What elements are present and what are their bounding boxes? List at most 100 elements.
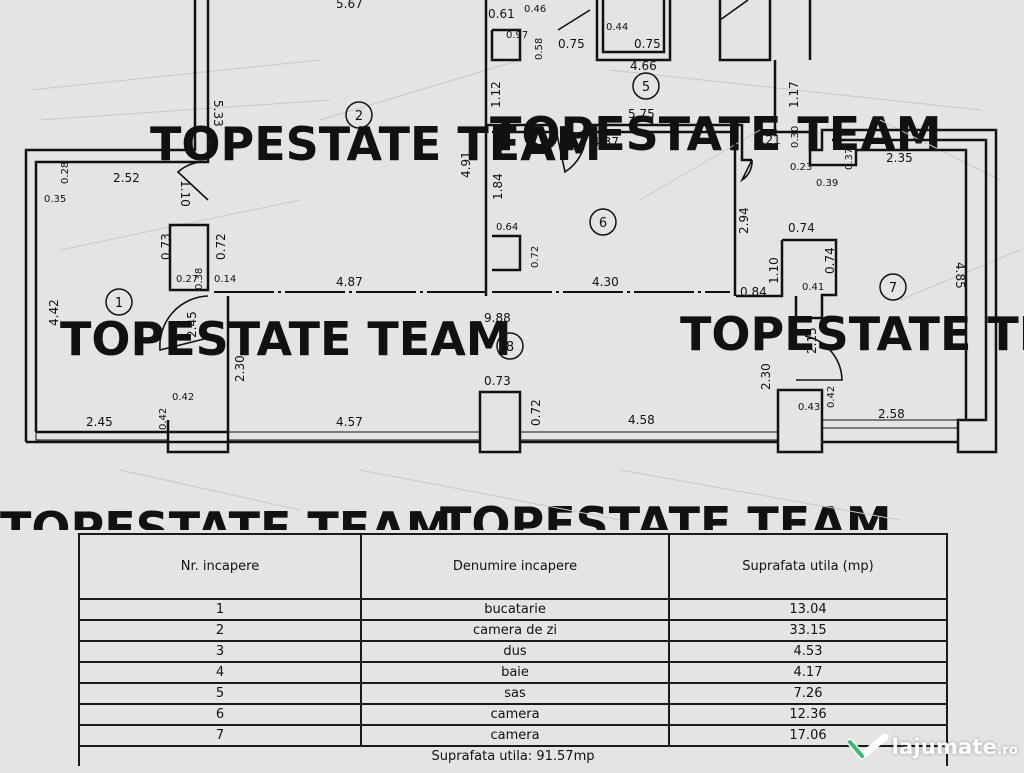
dimension-label: 0.74 <box>788 221 815 235</box>
dimension-label: 0.42 <box>826 386 837 408</box>
room-area-cell: 4.17 <box>668 661 948 684</box>
room-number: 2 <box>355 109 363 124</box>
site-logo[interactable]: lajumate.ro <box>847 730 1018 764</box>
dimension-label: 2.35 <box>886 151 913 165</box>
watermark: TOPESTATE TEAM <box>440 497 892 530</box>
dimension-label: 0.73 <box>484 374 511 388</box>
dimension-label: 1.17 <box>787 81 801 108</box>
dimension-label: 0.72 <box>214 233 228 260</box>
room-marker-circle <box>345 101 373 129</box>
dimension-label: 1.12 <box>489 81 503 108</box>
dimension-label: 0.42 <box>172 392 194 403</box>
room-name-cell: camera <box>360 703 670 726</box>
watermark: TOPESTATE TEAM <box>0 502 452 530</box>
dimension-label: 1.10 <box>767 257 781 284</box>
room-area-table: Nr. incapere Denumire incapere Suprafata… <box>78 533 948 766</box>
room-number-cell: 3 <box>78 640 362 663</box>
dimension-label: 0.43 <box>798 402 820 413</box>
dimension-label: 4.91 <box>459 151 473 178</box>
dimension-label: 1.10 <box>178 180 192 207</box>
windows <box>35 419 959 441</box>
dimension-label: 0.38 <box>194 268 205 290</box>
room-markers: 1 2 5 6 7 8 <box>105 72 907 360</box>
floor-plan: TOPESTATE TEAM TOPESTATE TEAM TOPESTATE … <box>0 0 1024 530</box>
dimension-label: 2.58 <box>878 407 905 421</box>
table-row: 2 camera de zi 33.15 <box>78 619 948 642</box>
dimension-label: 0.75 <box>634 37 661 51</box>
dimension-label: 4.57 <box>336 415 363 429</box>
header-room-area: Suprafata utila (mp) <box>668 533 948 600</box>
dimension-label: 2.30 <box>759 363 773 390</box>
watermark: TOPESTATE TEAM <box>490 107 942 161</box>
table-row: 3 dus 4.53 <box>78 640 948 663</box>
table-row: 1 bucatarie 13.04 <box>78 598 948 621</box>
room-area-cell: 33.15 <box>668 619 948 642</box>
doors <box>159 0 843 381</box>
watermark: TOPESTATE TEAM <box>60 312 512 366</box>
dimension-label: 9.88 <box>484 311 511 325</box>
dimension-label: 5.33 <box>211 100 225 127</box>
table-row: 4 baie 4.17 <box>78 661 948 684</box>
room-name-cell: bucatarie <box>360 598 670 621</box>
dimension-label: 2.15 <box>805 327 819 354</box>
dimension-label: 0.97 <box>506 30 528 41</box>
room-marker-circle <box>496 332 524 360</box>
dimension-label: 4/37 <box>592 135 619 149</box>
dimension-label: 1.21 <box>754 133 781 147</box>
dimension-label: 0.41 <box>802 282 824 293</box>
dimension-labels: 5.67 5.33 2.52 1.10 0.35 0.28 0.73 0.72 … <box>44 0 967 430</box>
room-area-cell: 4.53 <box>668 640 948 663</box>
room-area-cell: 12.36 <box>668 703 948 726</box>
dimension-label: 0.37 <box>844 148 855 170</box>
room-marker-circle <box>879 273 907 301</box>
dimension-label: 4.58 <box>628 413 655 427</box>
walls <box>24 0 998 454</box>
room-number: 1 <box>115 296 123 311</box>
dimension-label: 0.74 <box>823 247 837 274</box>
room-name-cell: dus <box>360 640 670 663</box>
dimension-label: 0.64 <box>496 222 518 233</box>
room-table-container: Nr. incapere Denumire incapere Suprafata… <box>78 533 948 773</box>
dimension-label: 2.94 <box>737 207 751 234</box>
dimension-label: 0.39 <box>816 178 838 189</box>
room-number-cell: 1 <box>78 598 362 621</box>
room-number-cell: 6 <box>78 703 362 726</box>
logo-tld: .ro <box>997 743 1018 758</box>
room-name-cell: camera de zi <box>360 619 670 642</box>
dimension-label: 4.30 <box>592 275 619 289</box>
dimension-label: 4.87 <box>336 275 363 289</box>
dimension-label: 5.75 <box>628 107 655 121</box>
dimension-label: 0.46 <box>524 4 546 15</box>
room-name-cell: camera <box>360 724 670 747</box>
header-room-name: Denumire incapere <box>360 533 670 600</box>
dimension-label: 0.28 <box>60 162 71 184</box>
room-number-cell: 4 <box>78 661 362 684</box>
header-room-number: Nr. incapere <box>78 533 362 600</box>
room-number: 6 <box>599 216 607 231</box>
logo-chevron-icon <box>847 734 888 760</box>
room-number-cell: 7 <box>78 724 362 747</box>
total-area-cell: Suprafata utila: 91.57mp <box>78 745 948 766</box>
room-number-cell: 2 <box>78 619 362 642</box>
dimension-label: 0.23 <box>790 162 812 173</box>
dimension-label: 2.52 <box>113 171 140 185</box>
dimension-label: 1.84 <box>491 173 505 200</box>
table-row: 6 camera 12.36 <box>78 703 948 726</box>
table-row: 5 sas 7.26 <box>78 682 948 705</box>
table-total-row: Suprafata utila: 91.57mp <box>78 745 948 766</box>
logo-name: lajumate <box>891 735 998 759</box>
dimension-label: 0.14 <box>214 274 236 285</box>
room-marker-circle <box>589 208 617 236</box>
dimension-label: 2.45 <box>86 415 113 429</box>
dimension-label: 0.30 <box>790 126 801 148</box>
dimension-label: 4.85 <box>953 262 967 289</box>
dimension-label: 5.67 <box>336 0 363 11</box>
table-row: 7 camera 17.06 <box>78 724 948 747</box>
dimension-label: 0.44 <box>606 22 628 33</box>
watermark: TOPESTATE TEAM <box>680 307 1024 361</box>
dimension-label: 4.66 <box>630 59 657 73</box>
dimension-label: 0.73 <box>159 233 173 260</box>
dimension-label: 0.72 <box>529 399 543 426</box>
room-number: 5 <box>642 80 650 95</box>
dimension-label: 0.61 <box>488 7 515 21</box>
